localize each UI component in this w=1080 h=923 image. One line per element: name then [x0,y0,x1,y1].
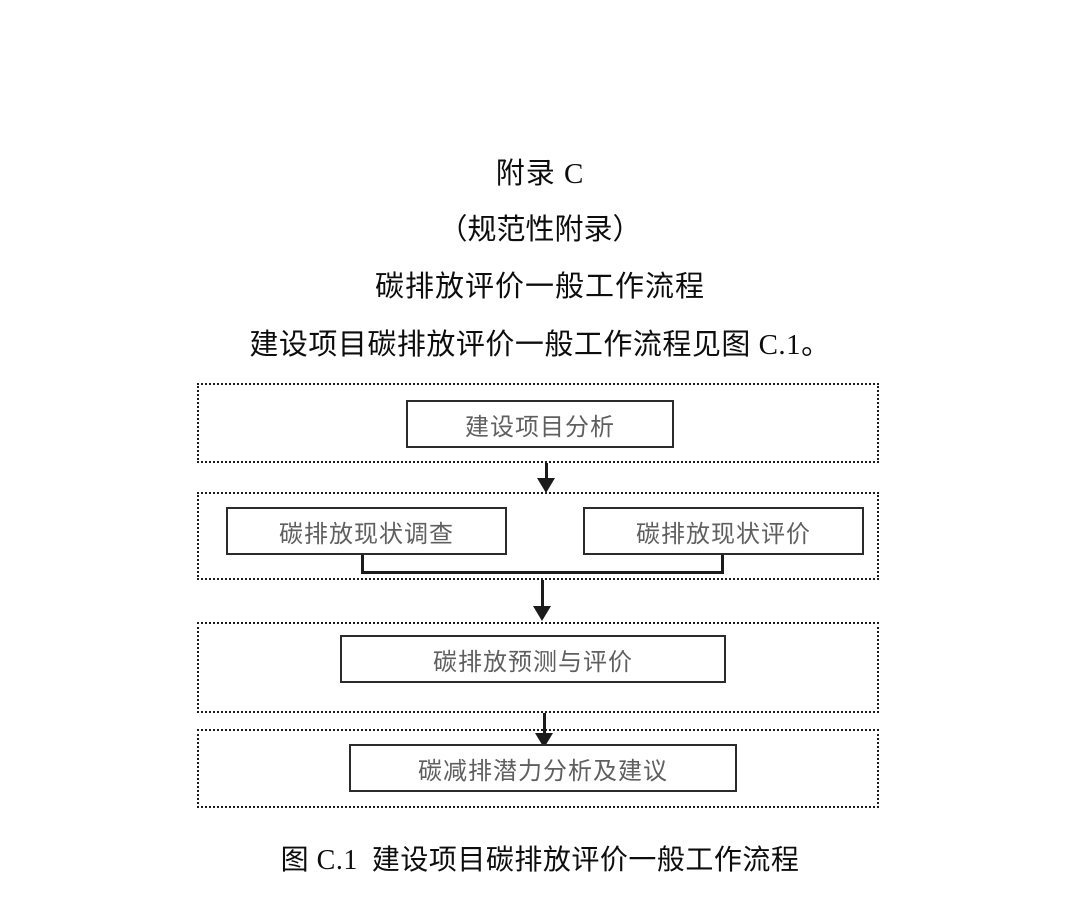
figure-caption: 图 C.1 建设项目碳排放评价一般工作流程 [0,838,1080,878]
flow-node-project-analysis: 建设项目分析 [406,400,674,448]
flow-node-forecast-assessment: 碳排放预测与评价 [340,635,726,683]
flow-node-status-assessment: 碳排放现状评价 [583,507,864,555]
appendix-title: 附录 C [495,158,585,190]
intro-paragraph: 建设项目碳排放评价一般工作流程见图 C.1。 [249,329,831,361]
appendix-kind-label: （规范性附录） [438,214,642,246]
connector-merge-bar [361,571,724,574]
connector-merge-drop-right [721,555,724,574]
connector-merge-drop-left [361,555,364,574]
flow-stage-1-container [197,383,879,463]
connector-arrow-1-shaft [545,463,548,483]
flow-stage-3-container [197,622,879,713]
appendix-heading-block: 附录 C （规范性附录） 碳排放评价一般工作流程 建设项目碳排放评价一般工作流程… [0,160,1080,360]
flow-stage-2-container [197,492,879,580]
appendix-subject-title: 碳排放评价一般工作流程 [374,271,705,303]
connector-arrow-2-shaft [541,580,544,608]
figure-caption-number: 图 C.1 [280,845,358,876]
connector-arrow-3-shaft [543,713,546,735]
flow-stage-4-container [197,729,879,808]
flow-node-reduction-potential: 碳减排潜力分析及建议 [349,744,737,792]
flow-node-status-survey: 碳排放现状调查 [226,507,507,555]
connector-arrow-1-head-icon [537,478,555,493]
figure-caption-text: 建设项目碳排放评价一般工作流程 [371,845,800,876]
connector-arrow-2-head-icon [533,606,551,621]
